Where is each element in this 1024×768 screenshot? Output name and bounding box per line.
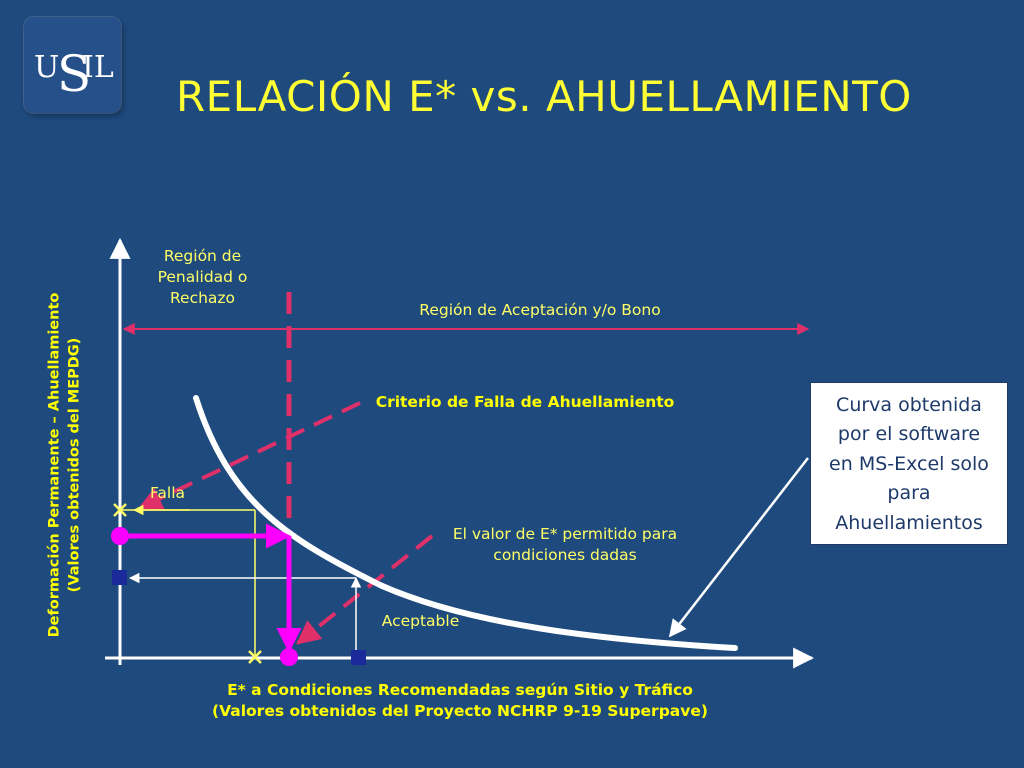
callout-pointer-arrow [668, 457, 809, 638]
allowed-value-label: El valor de E* permitido para condicione… [420, 524, 710, 566]
penalty-region-label: Región de Penalidad o Rechazo [135, 246, 270, 309]
x-failure-x-marker [248, 650, 262, 664]
y-allowed-dot [111, 527, 129, 545]
y-acceptable-square [112, 570, 127, 585]
page-title: RELACIÓN E* vs. AHUELLAMIENTO [176, 72, 912, 121]
rutting-curve [193, 395, 738, 651]
callout-line-3: en MS-Excel solo [829, 452, 989, 475]
penalty-region-line-1: Región de [163, 247, 242, 265]
callout-line-4: para [887, 482, 931, 505]
acceptable-label: Aceptable [381, 612, 460, 630]
x-axis-label: E* a Condiciones Recomendadas según Siti… [170, 680, 750, 722]
logo-letter-u: U [34, 50, 59, 85]
y-axis-label-line-2: (Valores obtenidos del MEPDG) [66, 337, 82, 593]
x-allowed-dot [280, 648, 298, 666]
penalty-region-line-2: Penalidad o [157, 267, 248, 286]
usil-logo: U S IL [24, 17, 121, 113]
failure-pointer-line [137, 401, 361, 510]
logo-letter-il: IL [82, 50, 114, 85]
x-axis-label-line-1: E* a Condiciones Recomendadas según Siti… [227, 681, 693, 699]
y-axis-label-line-1: Deformación Permanente – Ahuellamiento [46, 292, 63, 638]
callout-line-2: por el software [837, 423, 981, 446]
acceptance-region-label: Región de Aceptación y/o Bono [419, 301, 661, 319]
x-axis-label-line-2: (Valores obtenidos del Proyecto NCHRP 9-… [212, 701, 708, 720]
curve-callout-box: Curva obtenida por el software en MS-Exc… [810, 382, 1008, 545]
allowed-value-line-2: condiciones dadas [493, 545, 637, 564]
allowed-value-line-1: El valor de E* permitido para [452, 525, 678, 543]
penalty-region-line-3: Rechazo [169, 288, 236, 307]
failure-criterion-label: Criterio de Falla de Ahuellamiento [375, 393, 675, 411]
callout-line-1: Curva obtenida [836, 394, 982, 416]
usil-logo-icon: U S IL [34, 45, 114, 103]
allowed-value-pointer-line [296, 534, 434, 645]
logo-letter-s: S [57, 45, 91, 103]
x-acceptable-square [351, 650, 366, 665]
failure-label: Falla [149, 484, 186, 502]
callout-line-5: Ahuellamientos [835, 511, 983, 534]
y-failure-x-marker [113, 503, 127, 517]
y-axis-label: Deformación Permanente – Ahuellamiento (… [45, 245, 84, 685]
